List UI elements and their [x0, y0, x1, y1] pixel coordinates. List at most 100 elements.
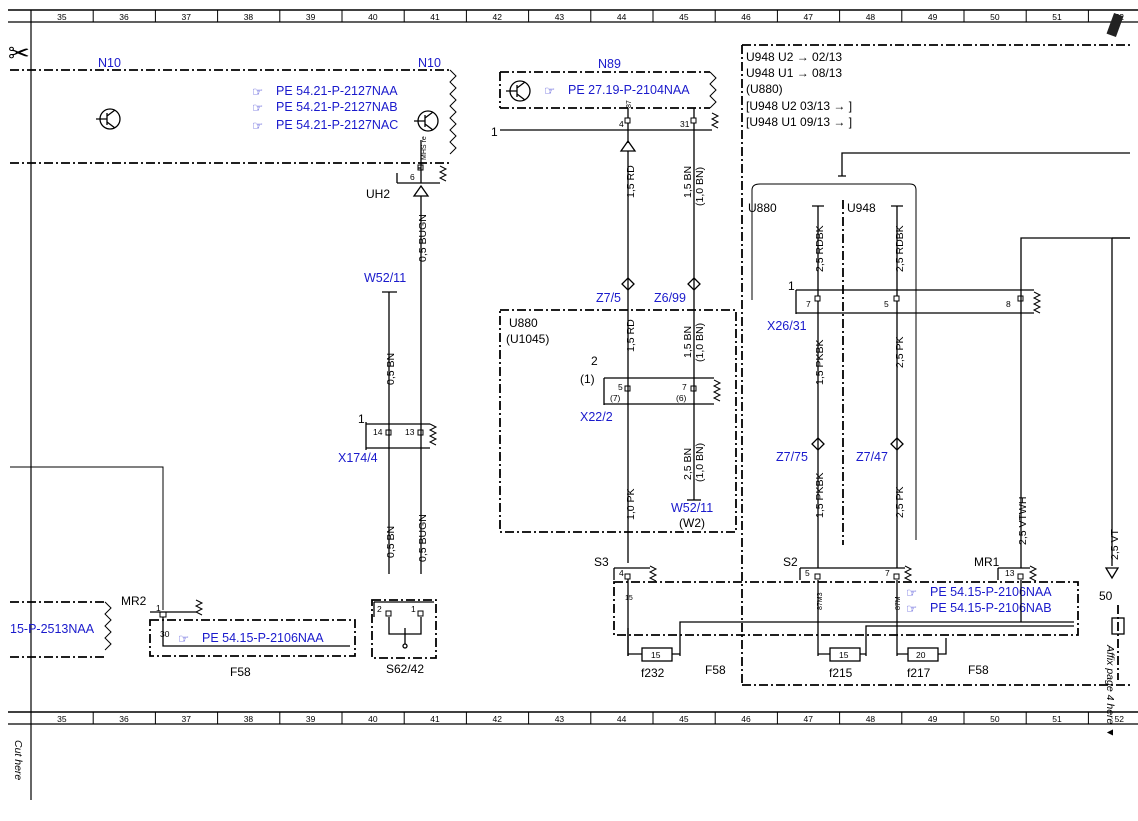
- bottom-ruler-label-42: 42: [493, 714, 503, 724]
- pin-2: 2: [377, 604, 382, 614]
- top-ruler-label-49: 49: [928, 12, 938, 22]
- top-ruler-label-45: 45: [679, 12, 689, 22]
- w52-11-connector-label: W52/11: [364, 271, 406, 285]
- bottom-ruler-label-45: 45: [679, 714, 689, 724]
- top-ruler-label-41: 41: [430, 12, 440, 22]
- pin-5b: 5: [884, 299, 889, 309]
- u880-label: U880: [509, 316, 538, 330]
- pin-tag-87m3: 87M3: [817, 592, 824, 610]
- top-ruler-label-37: 37: [182, 12, 192, 22]
- w52-11-label-2: W52/11: [671, 501, 713, 515]
- ref-n10-1[interactable]: PE 54.21-P-2127NAA: [276, 84, 398, 98]
- wire-1-5-bn-2: 1,5 BN: [682, 326, 694, 358]
- top-ruler-label-40: 40: [368, 12, 378, 22]
- bottom-ruler-label-51: 51: [1052, 714, 1062, 724]
- wire-2-5-bn: 2,5 BN: [682, 448, 694, 480]
- wire-0-5-bn-2: 0,5 BN: [385, 526, 397, 558]
- top-ruler-label-46: 46: [741, 12, 751, 22]
- z7-75-label: Z7/75: [776, 450, 808, 464]
- scissors-icon: ✂: [8, 38, 30, 68]
- u880-label-2: U880: [748, 201, 777, 215]
- pin-7b: 7: [806, 299, 811, 309]
- wire-1-0-bn-3: (1,0 BN): [694, 443, 706, 482]
- pin-7-s2: 7: [885, 568, 890, 578]
- pin-13: 13: [405, 427, 415, 437]
- bottom-ruler-label-36: 36: [119, 714, 129, 724]
- n10-module: N10 N10 ☞ PE 54.21-P-2127NAA ☞ PE 54.21-…: [10, 56, 457, 574]
- s62-42-switch: 2 1 S62/42: [371, 599, 437, 676]
- splice-icon: [890, 437, 904, 451]
- f215-label: f215: [829, 666, 853, 680]
- pin-31: 31: [680, 119, 690, 129]
- pin-4-s3: 4: [619, 568, 624, 578]
- splice-icon: [811, 437, 825, 451]
- x26-31-label: X26/31: [767, 319, 807, 333]
- pin-30: 30: [160, 629, 170, 639]
- bottom-ruler-label-50: 50: [990, 714, 1000, 724]
- ref-n89[interactable]: PE 27.19-P-2104NAA: [568, 83, 690, 97]
- wire-1-5-pkbk-a: 1,5 PKBK: [814, 339, 826, 385]
- wire-1-0-bn: (1,0 BN): [694, 167, 706, 206]
- note-2: U948 U1 → 08/13: [746, 66, 842, 80]
- ref-n10-3[interactable]: PE 54.21-P-2127NAC: [276, 118, 398, 132]
- hand-pointer-icon: ☞: [178, 632, 189, 646]
- z7-5-label: Z7/5: [596, 291, 621, 305]
- pin-15: 15: [625, 595, 633, 602]
- marker-1: 1: [358, 412, 365, 426]
- top-ruler-label-48: 48: [866, 12, 876, 22]
- fuse-15-b: 15: [839, 650, 849, 660]
- bottom-ruler-label-41: 41: [430, 714, 440, 724]
- ref-f58-right-2[interactable]: PE 54.15-P-2106NAB: [930, 601, 1052, 615]
- u1045-label: (U1045): [506, 332, 549, 346]
- f217-label: f217: [907, 666, 931, 680]
- pin-tag-87: 87: [626, 100, 633, 108]
- ref-f58-right-1[interactable]: PE 54.15-P-2106NAA: [930, 585, 1052, 599]
- f58-label-a: F58: [230, 665, 251, 679]
- bottom-ruler-label-40: 40: [368, 714, 378, 724]
- n89-label: N89: [598, 57, 621, 71]
- n89-module: N89 ☞ PE 27.19-P-2104NAA 87 4 31 1 1,5 R…: [491, 57, 720, 563]
- top-ruler-label-35: 35: [57, 12, 67, 22]
- x22-2-label: X22/2: [580, 410, 613, 424]
- n10-right-label: N10: [418, 56, 441, 70]
- pin-7: 7: [682, 382, 687, 392]
- top-ruler-label-38: 38: [244, 12, 254, 22]
- reference-link-2[interactable]: ☞ PE 54.21-P-2127NAB: [252, 100, 398, 115]
- cut-here-label: Cut here: [12, 740, 24, 780]
- top-ruler-label-47: 47: [804, 12, 814, 22]
- wire-2-5-pk-b: 2,5 PK: [894, 486, 906, 518]
- pin-50: 50: [1099, 589, 1113, 603]
- wire-0-5-bugn: 0,5 BUGN: [417, 214, 429, 262]
- wire-1-5-rd-2: 1,5 RD: [625, 319, 637, 352]
- pin-1-mr2: 1: [156, 603, 161, 613]
- corner-mark: [1106, 12, 1124, 38]
- reference-link-1[interactable]: ☞ PE 54.21-P-2127NAA: [252, 84, 398, 99]
- ref-n10-2[interactable]: PE 54.21-P-2127NAB: [276, 100, 398, 114]
- f58-left-module: MR2 1 30 ☞ PE 54.15-P-2106NAA F58 15-P-2…: [10, 466, 356, 679]
- transistor-icon: [96, 108, 121, 130]
- ref-f58-mid[interactable]: PE 54.15-P-2106NAA: [202, 631, 324, 645]
- wire-2-5-pk-a: 2,5 PK: [894, 336, 906, 368]
- wire-1-0-pk: 1,0 PK: [625, 488, 637, 520]
- ref-f58-left-partial[interactable]: 15-P-2513NAA: [10, 622, 95, 636]
- mr1-label: MR1: [974, 555, 1000, 569]
- marker-1c: 1: [788, 279, 795, 293]
- fuse-20: 20: [916, 650, 926, 660]
- hand-pointer-icon: ☞: [544, 84, 555, 98]
- pin-13-mr1: 13: [1005, 568, 1015, 578]
- z7-47-label: Z7/47: [856, 450, 888, 464]
- hand-pointer-icon: ☞: [906, 586, 917, 600]
- x174-4-label: X174/4: [338, 451, 378, 465]
- bottom-ruler-label-39: 39: [306, 714, 316, 724]
- f232-label: f232: [641, 666, 665, 680]
- reference-link-3[interactable]: ☞ PE 54.21-P-2127NAC: [252, 118, 398, 133]
- top-ruler-label-51: 51: [1052, 12, 1062, 22]
- u880-block: U880 (U1045) 1,5 RD 1,5 BN (1,0 BN) 2 (1…: [499, 309, 737, 533]
- mr2-label: MR2: [121, 594, 147, 608]
- note-1: U948 U2 → 02/13: [746, 50, 842, 64]
- wire-2-5-vtwh: 2,5 VTWH: [1017, 497, 1029, 545]
- s2-label: S2: [783, 555, 798, 569]
- marker-1p: (1): [580, 372, 595, 386]
- top-ruler-label-42: 42: [493, 12, 503, 22]
